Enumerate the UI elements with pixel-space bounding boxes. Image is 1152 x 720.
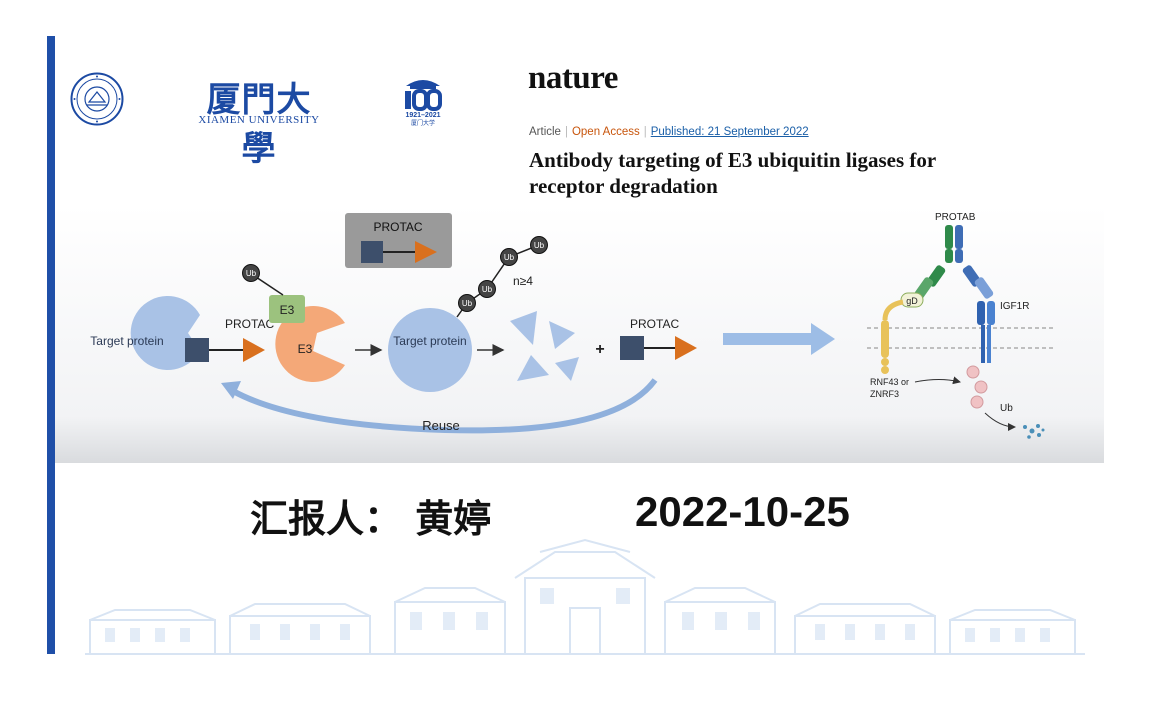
protac-label-2: PROTAC bbox=[630, 317, 679, 331]
accent-bar bbox=[47, 36, 55, 654]
presentation-date: 2022-10-25 bbox=[635, 488, 850, 535]
paper-title: Antibody targeting of E3 ubiquitin ligas… bbox=[529, 148, 936, 198]
e3-ligase-shape bbox=[275, 306, 345, 382]
igf1r-label: IGF1R bbox=[1000, 301, 1029, 312]
article-type: Article bbox=[529, 126, 561, 138]
ub-label-1: Ub bbox=[246, 269, 257, 278]
right-arrow-icon bbox=[811, 323, 835, 355]
protac-label-1: PROTAC bbox=[225, 317, 274, 331]
degraded-fragment bbox=[549, 321, 575, 349]
znrf3-label: ZNRF3 bbox=[870, 389, 899, 399]
protac-mechanism-figure: Target protein PROTAC E3 E3 Ub PROTAC Ta… bbox=[55, 205, 1104, 463]
centennial-name: 厦门大学 bbox=[411, 119, 435, 127]
degraded-fragments-small bbox=[1023, 424, 1045, 439]
degraded-fragment bbox=[555, 357, 579, 381]
article-meta: Article|Open Access|Published: 21 Septem… bbox=[529, 126, 809, 138]
rnf43-label: RNF43 or bbox=[870, 377, 909, 387]
open-access-label: Open Access bbox=[571, 126, 640, 138]
ub-label-3: Ub bbox=[482, 285, 493, 294]
protab-label: PROTAB bbox=[935, 212, 976, 223]
xmu-name-en: XIAMEN UNIVERSITY bbox=[198, 114, 320, 126]
centennial-logo: 1921–2021 厦门大学 bbox=[405, 80, 442, 127]
reuse-label: Reuse bbox=[422, 418, 460, 433]
ub-label-2: Ub bbox=[462, 299, 473, 308]
degraded-fragment bbox=[510, 311, 537, 345]
centennial-years: 1921–2021 bbox=[405, 112, 440, 119]
ub-label-5: Ub bbox=[534, 241, 545, 250]
presenter: 汇报人： 黄婷 bbox=[250, 497, 492, 541]
published-date-link[interactable]: Published: 21 September 2022 bbox=[650, 126, 809, 138]
plus-sign: + bbox=[595, 341, 604, 358]
university-seal-icon bbox=[70, 72, 124, 126]
target-protein-label-1: Target protein bbox=[90, 334, 163, 348]
ub-label-4: Ub bbox=[504, 253, 515, 262]
campus-buildings-watermark bbox=[85, 538, 1085, 655]
protac-box-label: PROTAC bbox=[373, 220, 422, 234]
journal-name: nature bbox=[528, 60, 618, 96]
degraded-fragment bbox=[517, 355, 549, 381]
ub-count-label: n≥4 bbox=[513, 274, 533, 288]
ub-label-6: Ub bbox=[1000, 403, 1013, 414]
target-protein-shape bbox=[130, 296, 200, 370]
xmu-name-cn: 厦門大學 bbox=[206, 80, 312, 169]
gd-label: gD bbox=[906, 296, 918, 306]
xiamen-university-logo: 厦門大學 XIAMEN UNIVERSITY bbox=[192, 72, 326, 169]
e3-label-main: E3 bbox=[298, 342, 313, 356]
target-protein-label-2: Target protein bbox=[393, 334, 466, 348]
e3-label-small: E3 bbox=[280, 303, 295, 317]
